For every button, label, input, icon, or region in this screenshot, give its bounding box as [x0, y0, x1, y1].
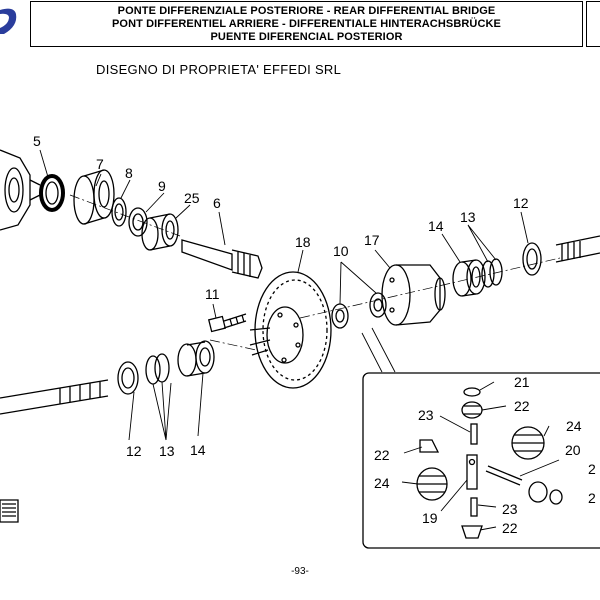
right-axle-shaft — [555, 235, 600, 263]
callout-22-bottom: 22 — [502, 520, 518, 536]
lower-left-fragment — [0, 499, 19, 523]
callout-13-left: 13 — [159, 443, 175, 459]
callout-19: 19 — [422, 510, 438, 526]
callout-22-left: 22 — [374, 447, 390, 463]
part-20-pin — [485, 465, 523, 486]
washer-right-small — [549, 489, 563, 505]
callout-10: 10 — [333, 243, 349, 259]
part-12-ring-right — [522, 242, 542, 276]
brand-logo — [0, 8, 17, 34]
part-23-pin-bottom — [470, 497, 478, 517]
callout-2-partial-a: 2 — [588, 461, 596, 477]
callout-6: 6 — [213, 195, 221, 211]
left-axle-shaft — [0, 379, 109, 415]
part-7-bearing — [73, 169, 115, 225]
part-25-bearing — [141, 213, 179, 251]
part-22-gear-left — [419, 439, 440, 453]
leader-lines — [39, 149, 560, 531]
part-24-gear-right — [511, 426, 545, 460]
callout-21: 21 — [514, 374, 530, 390]
gear-right-small — [528, 481, 548, 503]
part-18-crown-wheel — [249, 271, 332, 389]
title-line-1: PONTE DIFFERENZIALE POSTERIORE - REAR DI… — [117, 4, 496, 17]
callout-5: 5 — [33, 133, 41, 149]
callout-7: 7 — [96, 156, 104, 172]
callout-20: 20 — [565, 442, 581, 458]
callout-24-left: 24 — [374, 475, 390, 491]
detail-connector-lines — [361, 327, 396, 373]
part-5-seal — [39, 174, 65, 212]
part-13-rings-left — [145, 353, 170, 385]
callout-23-bottom: 23 — [502, 501, 518, 517]
housing-fragment — [0, 149, 41, 231]
callout-22-top: 22 — [514, 398, 530, 414]
assembly-axis-lines — [69, 194, 561, 351]
side-box — [586, 1, 600, 47]
callout-24-right: 24 — [566, 418, 582, 434]
callout-18: 18 — [295, 234, 311, 250]
part-6-pinion — [181, 239, 263, 279]
title-line-2: PONT DIFFERENTIEL ARRIERE - DIFFERENTIAL… — [112, 17, 501, 30]
part-19-cross-shaft — [466, 454, 478, 490]
title-line-3: PUENTE DIFERENCIAL POSTERIOR — [210, 30, 403, 43]
part-13-rings-right — [481, 258, 503, 288]
part-14-bearing-right — [452, 259, 486, 297]
part-8-ring — [111, 197, 127, 227]
part-23-pin-top — [470, 423, 478, 445]
callout-23-top: 23 — [418, 407, 434, 423]
part-21-washer — [463, 387, 481, 397]
part-11-bolt — [207, 313, 247, 333]
callout-9: 9 — [158, 178, 166, 194]
part-24-gear-left — [416, 467, 448, 501]
callout-14-left: 14 — [190, 442, 206, 458]
callout-17: 17 — [364, 232, 380, 248]
callout-12-left: 12 — [126, 443, 142, 459]
title-box: PONTE DIFFERENZIALE POSTERIORE - REAR DI… — [30, 1, 583, 47]
callout-numbers: 5 7 8 9 25 6 18 10 17 14 13 12 11 12 13 … — [33, 133, 596, 536]
part-14-bearing-left — [177, 340, 215, 377]
part-22-gear-top — [461, 401, 483, 419]
callout-8: 8 — [125, 165, 133, 181]
part-12-ring-left — [117, 361, 139, 395]
callout-2-partial-b: 2 — [588, 490, 596, 506]
part-22-gear-bottom — [461, 525, 483, 539]
callout-25: 25 — [184, 190, 200, 206]
callout-12-right: 12 — [513, 195, 529, 211]
callout-13-right: 13 — [460, 209, 476, 225]
callout-14-right: 14 — [428, 218, 444, 234]
detail-box — [362, 372, 600, 549]
part-17-diff-case — [381, 264, 446, 326]
ownership-note: DISEGNO DI PROPRIETA' EFFEDI SRL — [96, 62, 342, 77]
callout-11: 11 — [205, 286, 220, 302]
page-number: -93- — [291, 566, 309, 577]
